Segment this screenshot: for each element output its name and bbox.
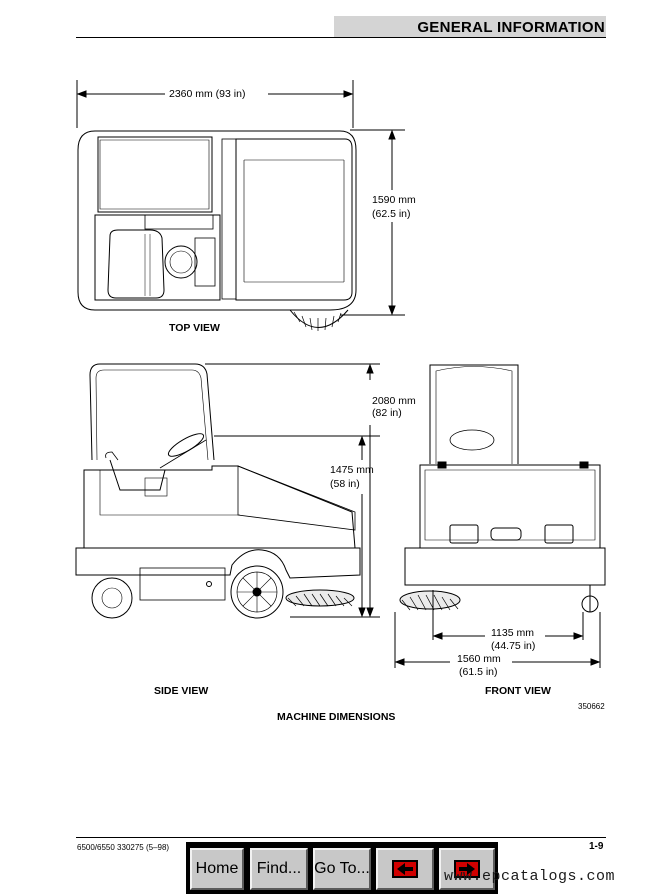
next-page-button[interactable] bbox=[439, 848, 495, 890]
home-button[interactable]: Home bbox=[190, 848, 244, 890]
watermark-text: www.epcatalogs.com bbox=[444, 868, 616, 885]
section-title: GENERAL INFORMATION bbox=[417, 19, 605, 36]
figure-caption: MACHINE DIMENSIONS bbox=[277, 711, 396, 723]
height-dimension-mm: 2080 mm bbox=[372, 395, 416, 407]
top-view-drawing bbox=[76, 80, 405, 331]
track-dimension-mm: 1135 mm bbox=[491, 627, 534, 639]
previous-page-button[interactable] bbox=[376, 848, 434, 890]
goto-button[interactable]: Go To... bbox=[313, 848, 371, 890]
side-view-label: SIDE VIEW bbox=[154, 685, 209, 697]
next-page-icon bbox=[454, 860, 480, 878]
front-view-label: FRONT VIEW bbox=[485, 685, 551, 697]
find-button[interactable]: Find... bbox=[250, 848, 308, 890]
bottom-rule bbox=[76, 837, 606, 838]
sweep-dimension-in: (61.5 in) bbox=[459, 666, 498, 678]
figure-number: 350662 bbox=[578, 702, 605, 711]
track-dimension-in: (44.75 in) bbox=[491, 640, 536, 652]
document-id: 6500/6550 330275 (5–98) bbox=[77, 843, 170, 852]
prev-page-icon bbox=[392, 860, 418, 878]
top-view-label: TOP VIEW bbox=[169, 322, 220, 334]
side-view-drawing bbox=[75, 363, 380, 619]
width-dimension-in: (62.5 in) bbox=[372, 208, 411, 220]
sweep-dimension-mm: 1560 mm bbox=[457, 653, 501, 665]
length-dimension: 2360 mm (93 in) bbox=[169, 88, 246, 100]
page-number: 1-9 bbox=[589, 841, 604, 852]
header-bar bbox=[334, 16, 606, 38]
top-rule bbox=[76, 37, 606, 38]
hopper-dimension-mm: 1475 mm bbox=[330, 464, 374, 476]
width-dimension-mm: 1590 mm bbox=[372, 194, 416, 206]
hopper-dimension-in: (58 in) bbox=[330, 478, 360, 490]
height-dimension-in: (82 in) bbox=[372, 407, 402, 419]
front-view-drawing bbox=[394, 364, 606, 668]
